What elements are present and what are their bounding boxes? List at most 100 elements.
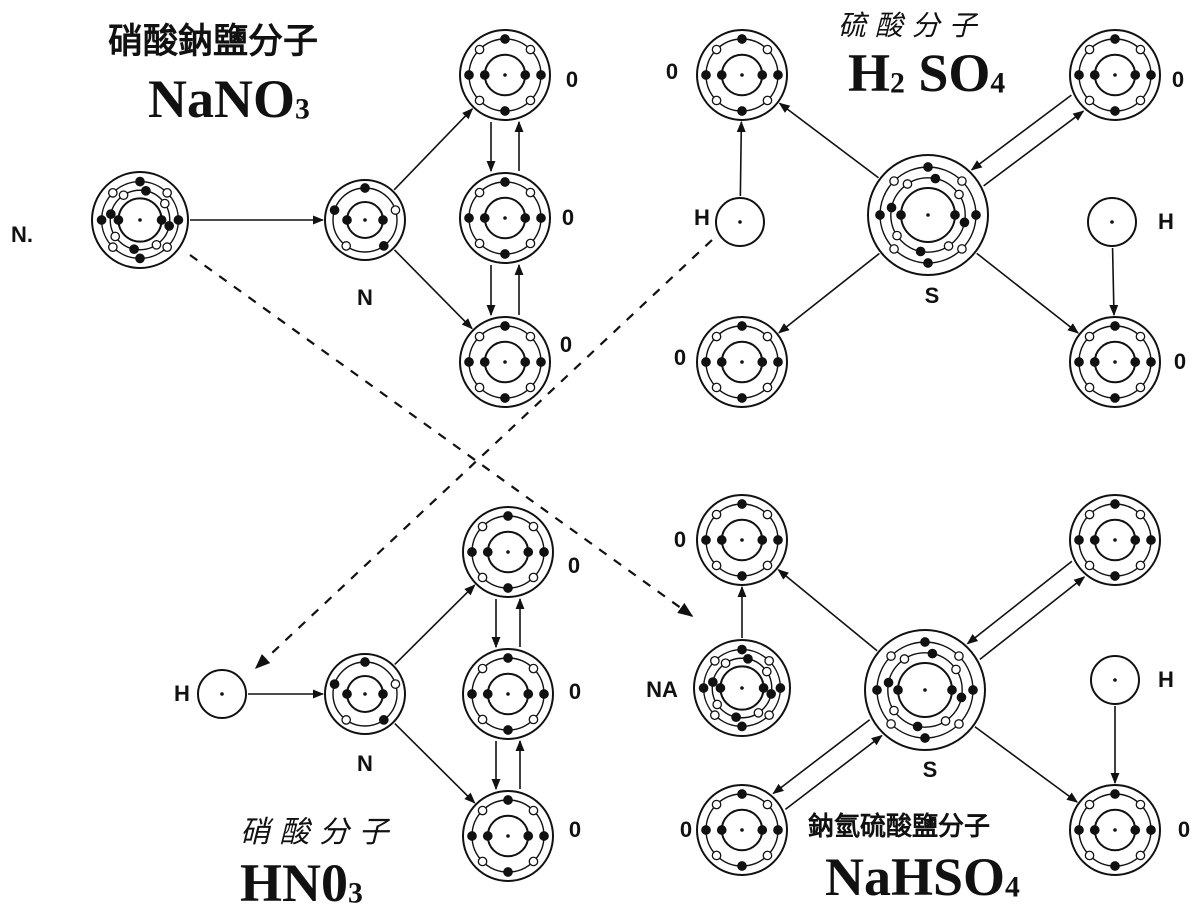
electron <box>886 719 896 729</box>
electron <box>968 685 978 695</box>
atom-s1o_br <box>1069 316 1161 408</box>
electron <box>500 321 510 331</box>
nucleus <box>503 216 507 220</box>
bond-s-o-br-bottom <box>974 726 1079 803</box>
atom-s2o_tr <box>1069 494 1161 586</box>
electron <box>757 535 768 545</box>
sodium-nitrate-formula-base: NaNO <box>148 69 295 129</box>
electron <box>715 683 726 693</box>
electron <box>360 183 370 193</box>
electron <box>500 177 510 187</box>
electron <box>1074 70 1084 80</box>
atom-label-s-top: S <box>924 283 940 308</box>
electron <box>1110 321 1120 331</box>
electron <box>762 331 773 342</box>
nucleus <box>740 360 744 364</box>
electron <box>129 244 139 255</box>
bond-s-o-tr-bottom <box>979 576 1086 661</box>
bond-n-o4-bottom <box>394 584 476 665</box>
electron <box>737 34 747 44</box>
electron <box>1084 560 1095 571</box>
electron <box>464 70 474 80</box>
electron <box>500 249 510 259</box>
electron <box>701 357 711 367</box>
nitric-acid-name: 硝 酸 分 子 <box>240 815 389 850</box>
electron <box>930 173 941 184</box>
electron <box>1130 825 1141 835</box>
electron <box>762 509 773 520</box>
electron <box>378 689 388 699</box>
nucleus <box>1113 360 1117 364</box>
electron <box>698 683 709 693</box>
atom-s1 <box>867 154 989 276</box>
sodium-nitrate-name: 硝酸鈉鹽分子 <box>108 21 319 62</box>
electron <box>773 825 783 835</box>
electron <box>482 689 493 699</box>
electron <box>940 716 951 726</box>
atom-label-o-s1-br: 0 <box>1173 349 1187 374</box>
electron <box>1084 331 1095 342</box>
nucleus <box>740 538 744 542</box>
electron <box>164 221 175 231</box>
electron <box>737 393 747 403</box>
bond-s-o-br-top <box>976 252 1079 334</box>
electron <box>525 187 536 198</box>
electron <box>1110 393 1120 403</box>
electron <box>1110 106 1120 116</box>
electron <box>528 714 539 725</box>
electron <box>467 689 477 699</box>
electron <box>479 357 490 367</box>
bond-o-tr-s-top <box>970 94 1072 171</box>
electron <box>920 637 930 647</box>
electron <box>477 572 488 583</box>
electron <box>474 44 485 55</box>
electron <box>96 215 107 225</box>
nucleus <box>740 828 744 832</box>
electron <box>1135 331 1146 342</box>
dashed-arrow-sodium-transfer <box>189 254 694 617</box>
atom-o2 <box>459 172 551 264</box>
atom-label-o-bot-1: 0 <box>567 553 581 578</box>
electron <box>711 44 722 55</box>
electron <box>762 382 773 393</box>
electron <box>923 258 933 268</box>
atom-label-o-top-1: 0 <box>565 67 579 92</box>
electron <box>1089 825 1100 835</box>
electron <box>1084 509 1095 520</box>
bond-s-o-tl-top <box>778 102 879 179</box>
electron <box>1135 850 1146 861</box>
electron <box>536 213 546 223</box>
sodium-nitrate-formula-sub: 3 <box>295 93 310 126</box>
electron <box>500 106 510 116</box>
electron <box>737 499 747 509</box>
atom-h2r <box>1090 655 1140 705</box>
electron <box>135 176 145 187</box>
electron <box>341 241 352 251</box>
electron <box>1146 825 1156 835</box>
atom-o1 <box>459 29 551 121</box>
electron <box>737 644 747 655</box>
electron <box>151 239 162 250</box>
electron <box>105 209 116 219</box>
nucleus <box>506 550 510 554</box>
electron <box>1130 70 1141 80</box>
electron <box>477 663 488 674</box>
electron <box>743 653 753 664</box>
electron <box>520 213 531 223</box>
atom-h1r <box>1087 197 1137 247</box>
electron <box>1135 95 1146 106</box>
electron <box>467 547 477 557</box>
atom-label-h-s1-right: H <box>1158 209 1174 234</box>
electron <box>1084 95 1095 106</box>
electron <box>764 710 775 721</box>
electron <box>342 689 352 699</box>
electron <box>1089 357 1100 367</box>
electron <box>950 210 960 220</box>
electron <box>520 70 531 80</box>
nitric-acid-formula: HN03 <box>240 856 363 910</box>
atom-label-n-bottom: N <box>357 751 373 776</box>
atom-label-o-s1-tr: 0 <box>1171 67 1185 92</box>
orbit-mid <box>887 652 963 728</box>
electron <box>943 241 954 251</box>
electron <box>954 651 964 661</box>
